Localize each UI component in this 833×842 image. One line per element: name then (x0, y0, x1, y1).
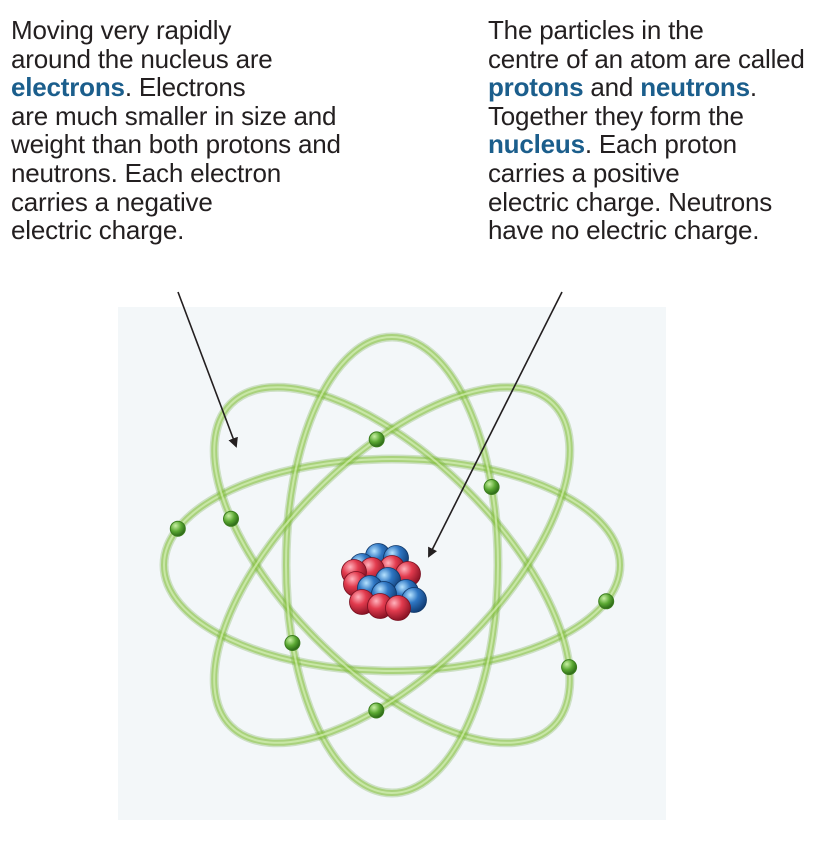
caption-text: around the nucleus are (11, 43, 273, 74)
electron (284, 635, 301, 651)
orbit-ring (163, 458, 621, 672)
orbit-ring (285, 336, 499, 794)
caption-text: electric charge. (11, 215, 185, 246)
nucleus (341, 543, 427, 621)
right-caption-line: centre of an atom are called (488, 43, 805, 74)
electron (223, 510, 239, 527)
caption-text: weight than both protons and (11, 129, 341, 160)
keyword-term: protons (488, 72, 584, 103)
caption-text: are much smaller in size and (11, 100, 337, 131)
right-caption-line: electric charge. Neutrons (488, 186, 805, 217)
right-caption-line: The particles in the (488, 16, 805, 45)
right-caption-line: nucleus. Each proton (488, 130, 805, 159)
caption-text: . (749, 72, 757, 103)
electron (368, 702, 385, 719)
left-caption-line: around the nucleus are (11, 43, 341, 74)
caption-text: centre of an atom are called (488, 43, 805, 74)
right-caption-line: Together they form the (488, 100, 805, 131)
left-caption-line: electric charge. (11, 216, 341, 245)
orbit-ring (213, 386, 571, 744)
caption-text: . Electrons (124, 72, 246, 103)
caption-text: carries a positive (488, 157, 680, 188)
electron-pointer-arrow (177, 291, 238, 448)
electron (368, 431, 385, 448)
caption-text: Moving very rapidly (11, 15, 232, 45)
left-caption-line: neutrons. Each electron (11, 159, 341, 188)
electron-orbits (159, 332, 625, 798)
orbit-ring (213, 386, 571, 744)
caption-text: have no electric charge. (488, 215, 760, 246)
right-caption-line: have no electric charge. (488, 216, 805, 245)
proton (385, 595, 411, 621)
keyword-term: electrons (11, 72, 125, 103)
right-caption-line: carries a positive (488, 159, 805, 188)
keyword-term: nucleus (488, 129, 585, 160)
left-caption-line: are much smaller in size and (11, 100, 341, 131)
electron (561, 659, 578, 676)
left-caption-line: weight than both protons and (11, 130, 341, 159)
left-caption-line: carries a negative (11, 186, 341, 217)
keyword-term: neutrons (640, 72, 750, 103)
nucleus-pointer-arrow (428, 291, 563, 558)
caption-text: carries a negative (11, 186, 213, 217)
caption-text: Together they form the (488, 100, 744, 131)
caption-text: and (583, 72, 641, 103)
left-caption-line: Moving very rapidly (11, 16, 341, 45)
electron (598, 593, 615, 610)
caption-text: . Each proton (584, 129, 737, 160)
caption-text: The particles in the (488, 15, 704, 45)
left-caption-line: electrons. Electrons (11, 73, 341, 102)
caption-text: neutrons. Each electron (11, 157, 282, 188)
caption-text: electric charge. Neutrons (488, 186, 773, 217)
right-caption-line: protons and neutrons. (488, 73, 805, 102)
electron (169, 520, 186, 537)
electrons-group (169, 431, 615, 719)
electron (483, 479, 500, 495)
